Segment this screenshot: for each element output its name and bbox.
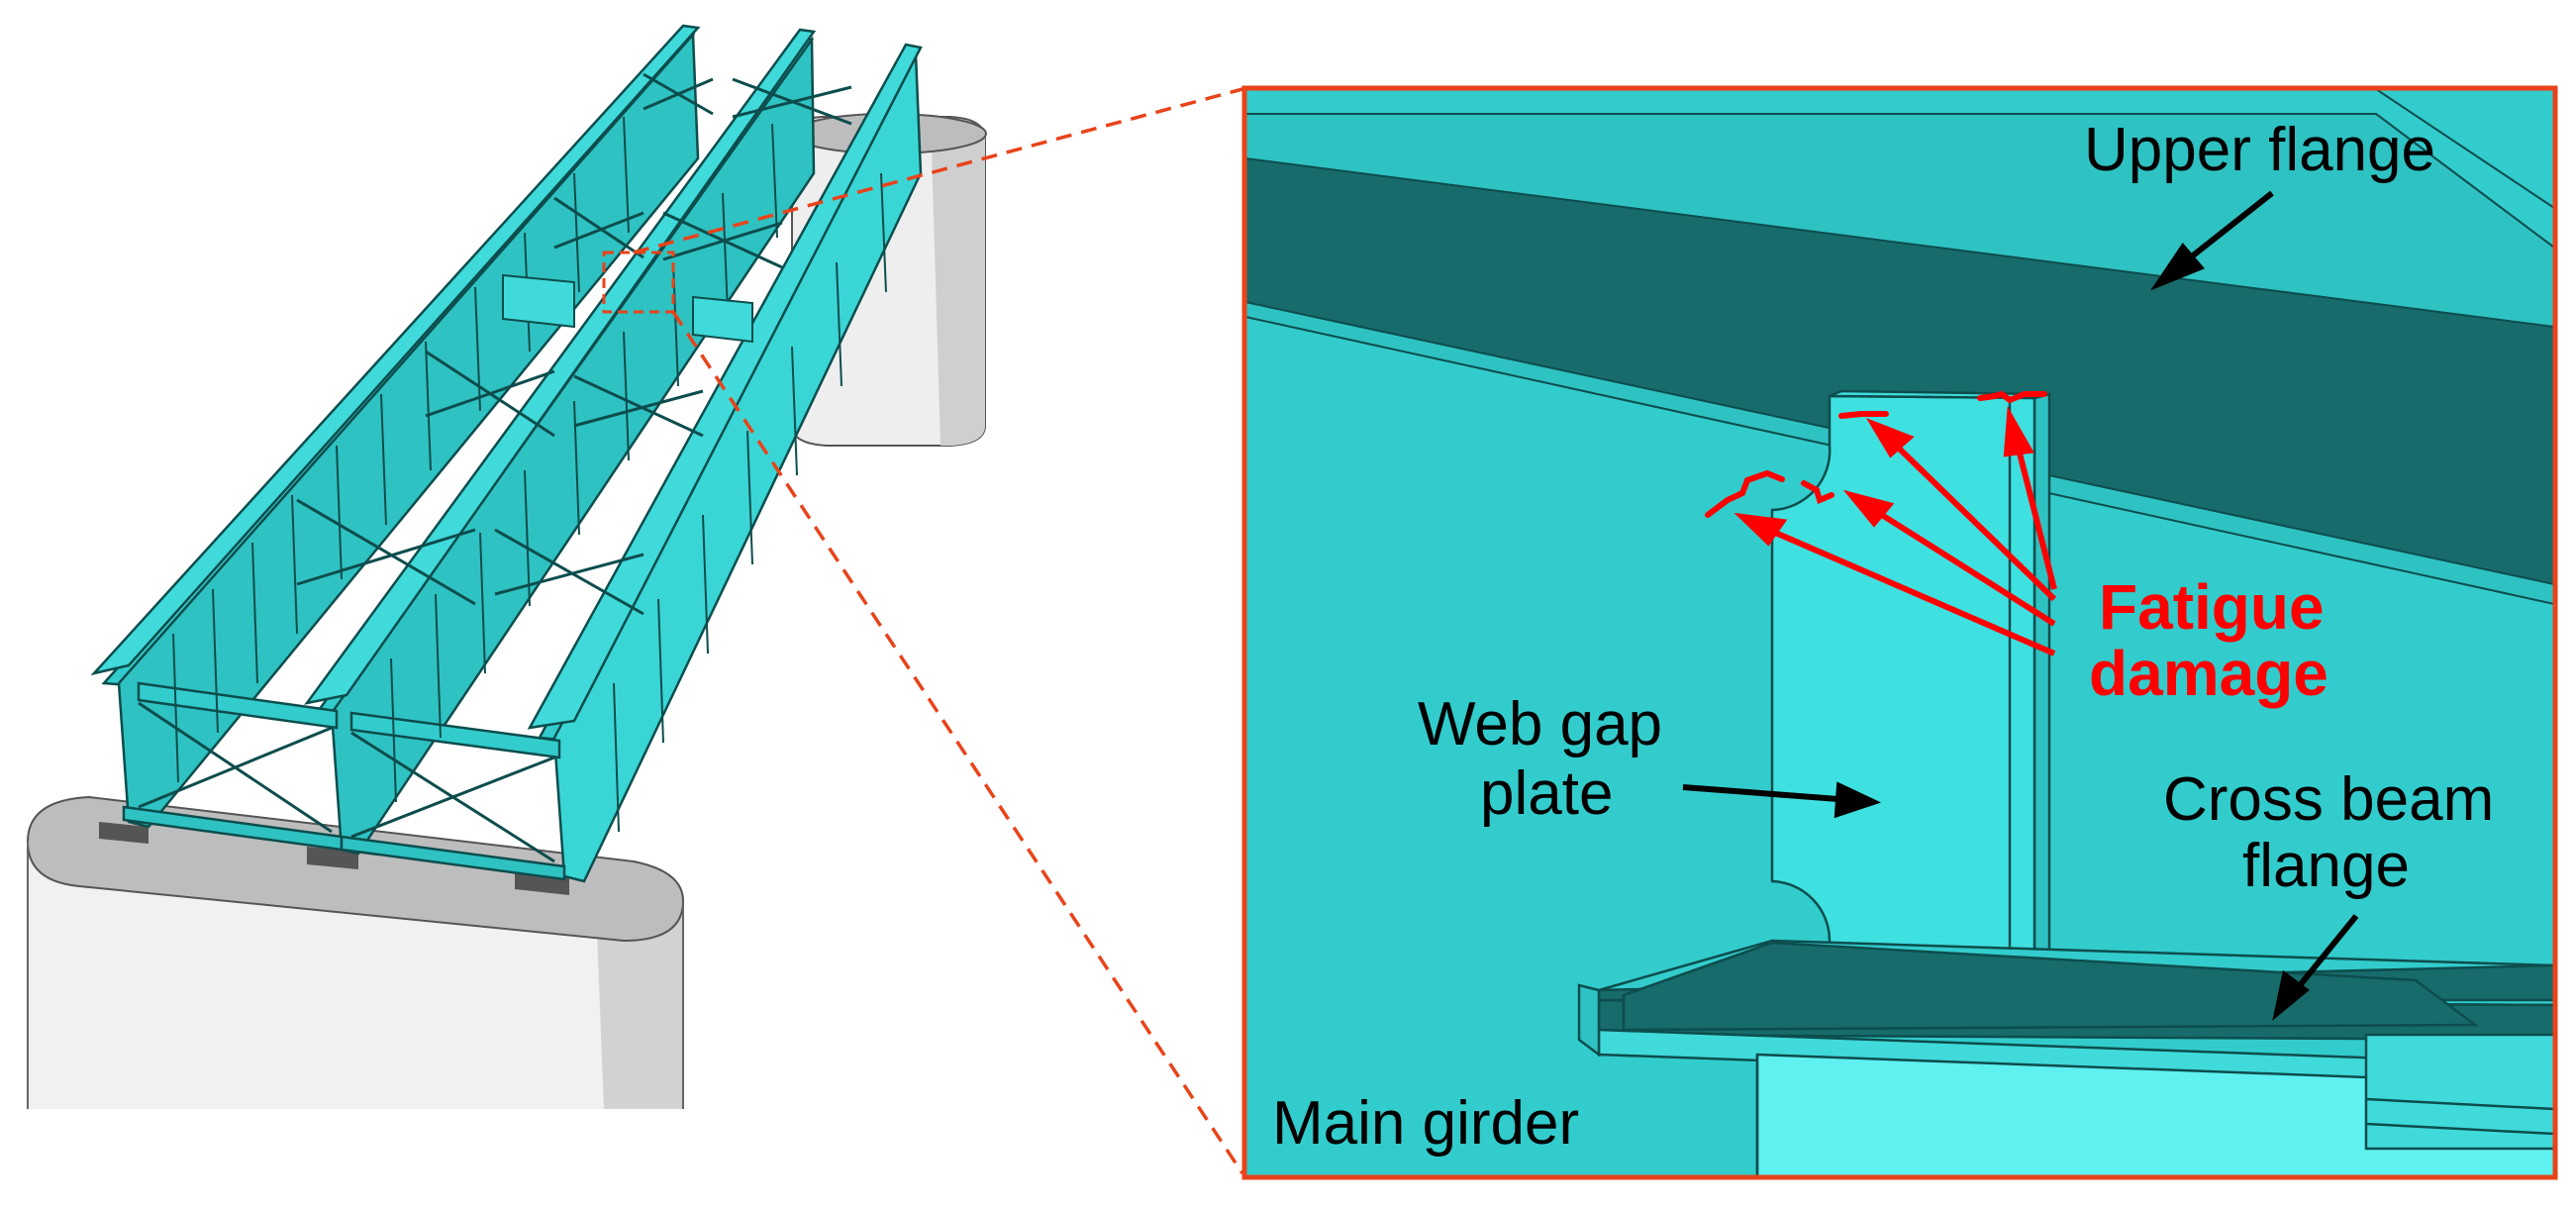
label-web-gap-plate-line1: Web gap: [1418, 690, 1662, 758]
label-cross-beam-flange-line1: Cross beam: [2163, 765, 2494, 834]
label-fatigue-damage-line2: damage: [2089, 638, 2328, 709]
near-pier: [26, 795, 685, 1109]
label-cross-beam-flange-line2: flange: [2242, 832, 2410, 900]
highlighted-region: [502, 251, 753, 344]
detail-box-border: [1241, 85, 2558, 1180]
label-arrows: [1682, 190, 2359, 1021]
bridge-overview: [26, 24, 987, 1109]
fatigue-arrows: [1734, 406, 2057, 656]
stiffeners: [172, 116, 887, 833]
label-fatigue-damage-line1: Fatigue: [2099, 571, 2325, 643]
label-upper-flange: Upper flange: [2084, 116, 2435, 184]
detail-view: Upper flange Fatigue damage Web gap plat…: [1241, 85, 2558, 1180]
label-main-girder: Main girder: [1272, 1089, 1579, 1158]
label-web-gap-plate-line2: plate: [1480, 759, 1613, 828]
steel-superstructure: [90, 24, 923, 883]
cross-beam-flange: [1577, 939, 2554, 1176]
cross-frames: [138, 72, 852, 863]
upper-flange: [1245, 89, 2554, 250]
fatigue-cracks: [1705, 390, 2047, 518]
callout-lines: [633, 87, 1244, 1174]
